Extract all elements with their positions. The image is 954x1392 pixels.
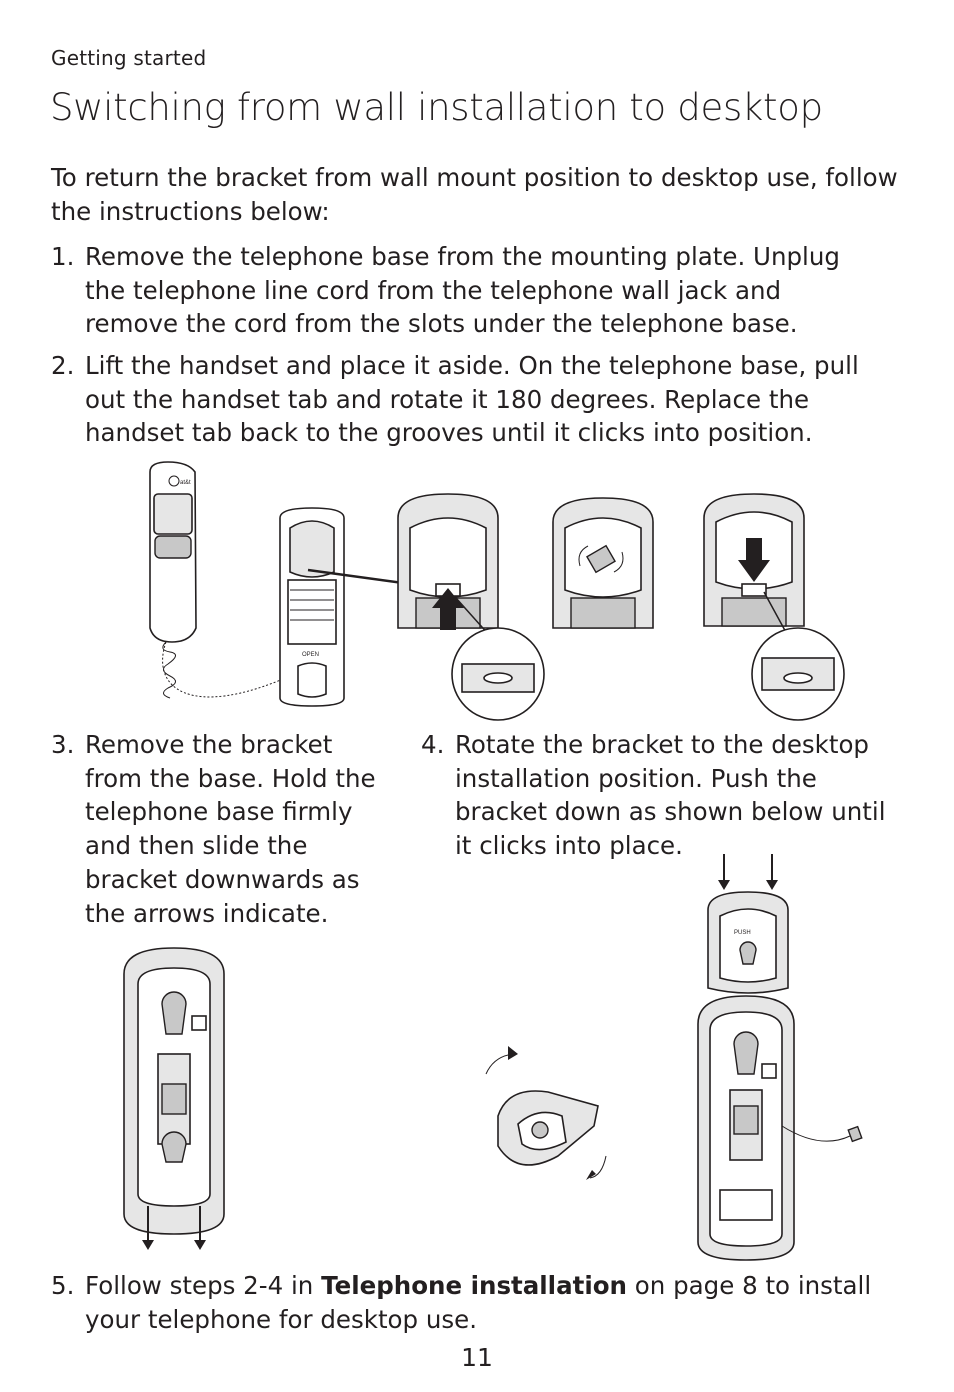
arrow-down-icon: [766, 880, 778, 890]
rotate-arrow-icon: [578, 545, 589, 567]
step-number: 4.: [421, 730, 445, 759]
intro-text: To return the bracket from wall mount po…: [51, 163, 898, 226]
handset-tab-panel-2: [552, 497, 654, 629]
figure-steps-1-2: at&t OPEN: [149, 461, 845, 721]
telephone-installation-reference: Telephone installation: [321, 1271, 627, 1300]
step-number: 3.: [51, 730, 75, 759]
arrow-down-icon: [718, 880, 730, 890]
step-number: 1.: [51, 242, 75, 271]
step-text: Follow steps 2-4 in Telephone installati…: [85, 1271, 872, 1334]
handset-tab-panel-1: [397, 493, 499, 630]
open-label: OPEN: [302, 652, 319, 658]
step-text: Lift the handset and place it aside. On …: [85, 351, 859, 448]
figure-step-4-rotate: [485, 1046, 607, 1180]
step-number: 5.: [51, 1271, 75, 1300]
section-label: Getting started: [51, 46, 207, 70]
figure-step-4-push: PUSH: [697, 854, 863, 1261]
handset-tab-panel-3: [703, 493, 805, 627]
step-text: Remove the telephone base from the mount…: [85, 242, 840, 339]
figure-step-3: [123, 947, 225, 1250]
arrow-down-icon: [142, 1240, 154, 1250]
step-text: Remove the bracket from the base. Hold t…: [85, 730, 376, 928]
page-title: Switching from wall installation to desk…: [50, 86, 823, 129]
step-number: 2.: [51, 351, 75, 380]
arrow-down-icon: [194, 1240, 206, 1250]
rotate-arrow-icon: [589, 1155, 607, 1179]
page-number: 11: [461, 1343, 493, 1372]
arrow-down-icon: [738, 538, 770, 582]
handset-illustration: at&t: [149, 461, 291, 699]
push-label: PUSH: [734, 930, 751, 936]
base-illustration: OPEN: [279, 507, 345, 707]
handset-brand-label: at&t: [180, 480, 191, 486]
step-text: Rotate the bracket to the desktop instal…: [455, 730, 886, 861]
